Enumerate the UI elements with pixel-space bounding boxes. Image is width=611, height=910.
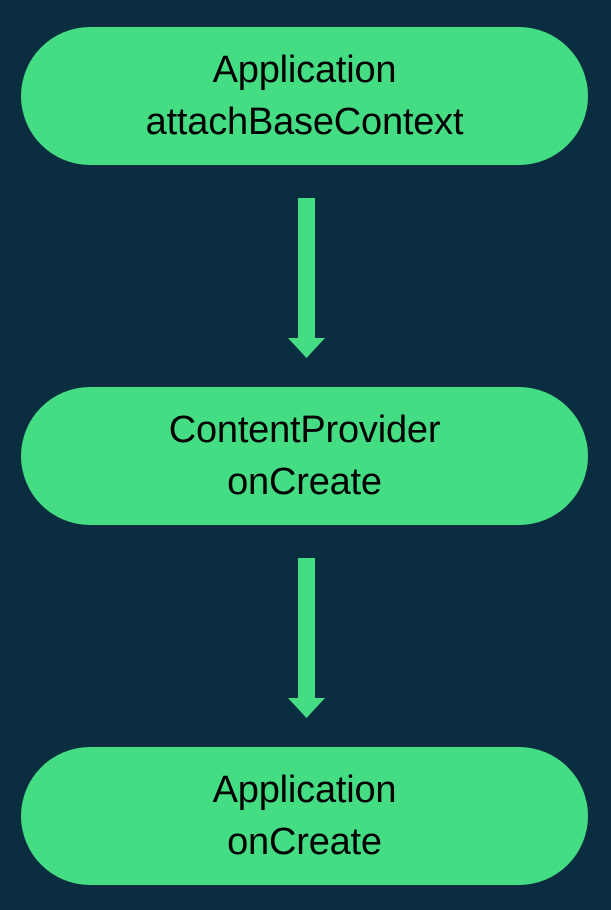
edge-contentprovider-oncreate-to-application-oncreate [288, 558, 325, 718]
node-label-line1: Application [212, 49, 397, 91]
node-label-line2: attachBaseContext [145, 101, 464, 143]
node-label-line2: onCreate [227, 461, 382, 503]
arrow-shaft [298, 558, 315, 698]
node-label-line1: Application [212, 769, 397, 811]
arrow-shaft [298, 198, 315, 339]
arrow-head-icon [288, 338, 325, 358]
node-label-line2: onCreate [227, 821, 382, 863]
node-label-line1: ContentProvider [168, 409, 441, 451]
node-application-oncreate[interactable]: Application onCreate [21, 747, 588, 885]
node-contentprovider-oncreate[interactable]: ContentProvider onCreate [21, 387, 588, 525]
edge-application-attachbasecontext-to-contentprovider-oncreate [288, 198, 325, 358]
arrow-head-icon [288, 698, 325, 718]
node-application-attachbasecontext[interactable]: Application attachBaseContext [21, 27, 588, 165]
